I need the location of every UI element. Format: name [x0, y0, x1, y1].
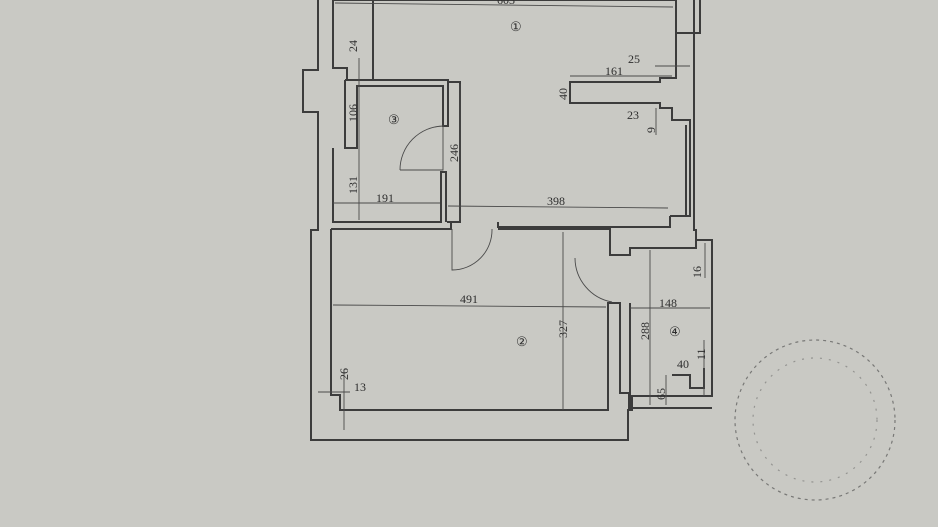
- dim-106: 106: [346, 104, 360, 122]
- room-1-label: ①: [510, 19, 522, 34]
- dim-288: 288: [638, 322, 652, 340]
- dim-40-top: 40: [556, 88, 570, 100]
- room-2-label: ②: [516, 334, 528, 349]
- dim-491: 491: [460, 292, 478, 306]
- walls: [302, 0, 713, 441]
- dim-398: 398: [547, 194, 565, 208]
- room-labels: ① ② ③ ④: [388, 19, 681, 349]
- dim-65: 65: [654, 388, 668, 400]
- room-4-label: ④: [669, 324, 681, 339]
- dim-327: 327: [556, 320, 570, 338]
- dim-11: 11: [694, 348, 708, 360]
- dimension-labels: 603 24 25 161 40 23 9 106 246 131 191 39…: [337, 0, 708, 400]
- dim-16: 16: [690, 266, 704, 278]
- dimension-lines: [318, 2, 710, 430]
- dim-191: 191: [376, 191, 394, 205]
- dim-9: 9: [644, 127, 658, 133]
- dim-13: 13: [354, 380, 366, 394]
- dim-23: 23: [627, 108, 639, 122]
- dim-25: 25: [628, 52, 640, 66]
- dim-131: 131: [346, 176, 360, 194]
- dim-26: 26: [337, 368, 351, 380]
- dim-161: 161: [605, 64, 623, 78]
- room-3-label: ③: [388, 112, 400, 127]
- dim-246: 246: [447, 144, 461, 162]
- dim-24: 24: [346, 40, 360, 52]
- stamp-seal: [734, 339, 896, 501]
- dim-40-bottom: 40: [677, 357, 689, 371]
- dim-room1-width: 603: [497, 0, 515, 7]
- dim-148: 148: [659, 296, 677, 310]
